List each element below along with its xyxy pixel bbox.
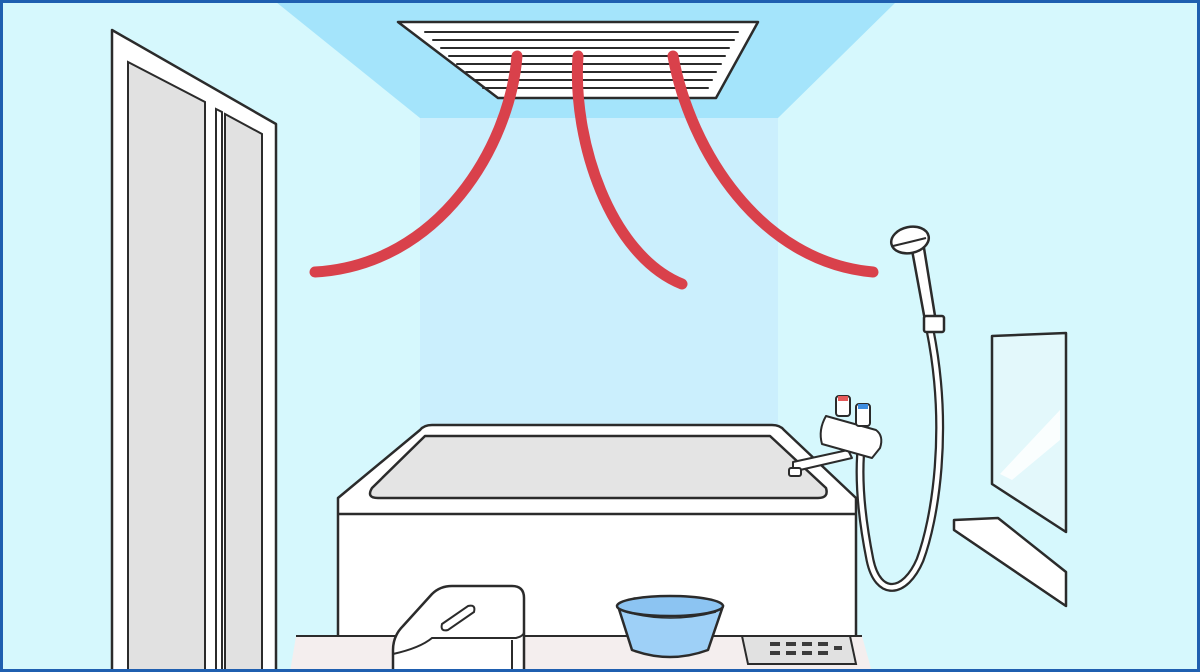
airflow-arrow-icon bbox=[309, 50, 523, 278]
wall-shelf bbox=[952, 516, 1068, 608]
shower-head-icon bbox=[889, 225, 946, 334]
shower-holder bbox=[922, 314, 946, 334]
tub-water bbox=[368, 434, 828, 500]
airflow-arrow-icon bbox=[571, 50, 688, 290]
airflow-arrow-icon bbox=[667, 50, 879, 278]
bucket-icon bbox=[615, 594, 725, 659]
mirror bbox=[990, 331, 1068, 534]
floor-drain bbox=[740, 635, 858, 665]
airflow-arrows bbox=[309, 50, 879, 290]
faucet-icon bbox=[788, 395, 883, 477]
sliding-door bbox=[110, 28, 278, 672]
back-wall bbox=[420, 118, 778, 430]
bath-stool-icon bbox=[391, 584, 526, 672]
